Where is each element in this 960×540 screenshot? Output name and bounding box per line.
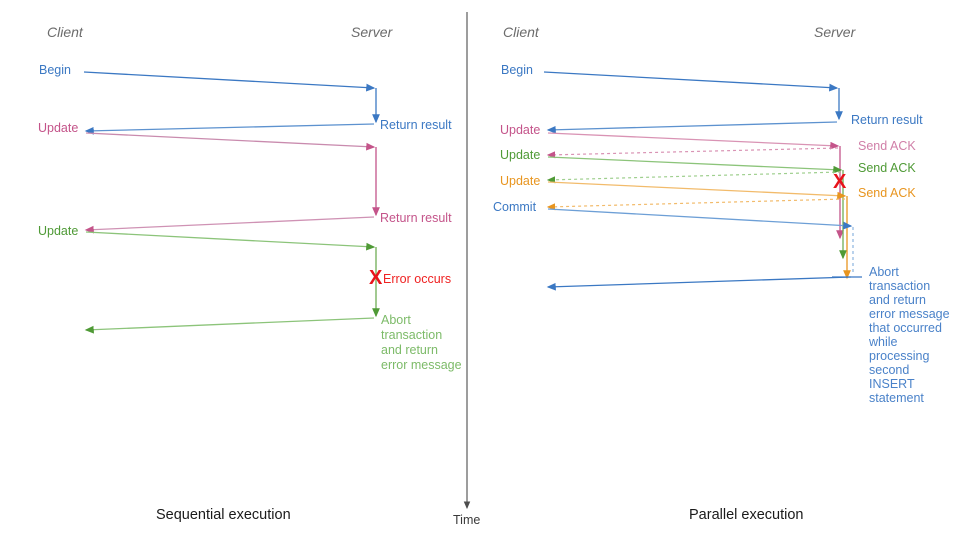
arrow-return-result-1 bbox=[84, 123, 375, 135]
parallel-abort-line-5: that occurred bbox=[869, 321, 942, 335]
sequential-panel-caption: Sequential execution bbox=[156, 507, 291, 523]
parallel-lane-title-client: Client bbox=[503, 24, 539, 40]
parallel-panel-arrows bbox=[543, 71, 862, 291]
arrow-ack-green bbox=[546, 171, 842, 184]
parallel-abort-line-6: while bbox=[869, 335, 898, 349]
arrow-return-result-par bbox=[546, 121, 838, 134]
parallel-abort-line-2: transaction bbox=[869, 279, 931, 293]
arrow-update-pink-req bbox=[547, 132, 840, 150]
arrow-update2-request bbox=[85, 231, 376, 251]
sequential-label-begin: Begin bbox=[39, 63, 71, 77]
sequential-abort-line-1: Abort bbox=[381, 313, 411, 327]
sequential-label-return-result-1: Return result bbox=[380, 118, 452, 132]
arrow-abort-seq bbox=[84, 317, 375, 334]
parallel-label-send-ack-3: Send ACK bbox=[858, 186, 916, 200]
parallel-label-update-2: Update bbox=[500, 148, 541, 162]
sequential-abort-line-3: and return bbox=[381, 343, 438, 357]
parallel-label-send-ack-2: Send ACK bbox=[858, 161, 916, 175]
arrow-ack-pink bbox=[546, 147, 839, 159]
sequential-label-update-2: Update bbox=[38, 224, 79, 238]
sequential-label-update-1: Update bbox=[38, 121, 79, 135]
sequential-label-return-result-2: Return result bbox=[380, 211, 452, 225]
arrow-return-result-2 bbox=[84, 216, 375, 234]
sequential-lane-title-client: Client bbox=[47, 24, 83, 40]
time-axis-label: Time bbox=[453, 513, 481, 527]
parallel-abort-line-1: Abort bbox=[869, 265, 899, 279]
parallel-label-commit: Commit bbox=[493, 200, 537, 214]
arrow-abort-par bbox=[546, 276, 852, 291]
sequential-lane-title-server: Server bbox=[351, 24, 393, 40]
parallel-abort-line-8: second bbox=[869, 363, 910, 377]
parallel-label-send-ack-1: Send ACK bbox=[858, 139, 916, 153]
arrow-ack-orange bbox=[546, 198, 846, 211]
arrow-update-orange-req bbox=[547, 181, 847, 200]
parallel-label-return-result: Return result bbox=[851, 113, 923, 127]
parallel-label-update-1: Update bbox=[500, 123, 541, 137]
parallel-lane-title-server: Server bbox=[814, 24, 856, 40]
parallel-abort-line-4: error message bbox=[869, 307, 950, 321]
parallel-abort-line-7: processing bbox=[869, 349, 930, 363]
sequential-error-label: Error occurs bbox=[383, 272, 452, 286]
arrow-begin-request-par bbox=[543, 71, 839, 92]
arrow-commit-req bbox=[547, 208, 853, 230]
parallel-abort-line-10: statement bbox=[869, 391, 924, 405]
arrow-update1-request bbox=[85, 132, 376, 151]
parallel-label-begin: Begin bbox=[501, 63, 533, 77]
parallel-abort-line-3: and return bbox=[869, 293, 926, 307]
parallel-panel-caption: Parallel execution bbox=[689, 507, 804, 523]
parallel-error-marker-icon: X bbox=[833, 171, 846, 193]
arrow-begin-request bbox=[83, 71, 376, 92]
sequential-abort-line-4: error message bbox=[381, 358, 462, 372]
parallel-label-update-3: Update bbox=[500, 174, 541, 188]
sequential-error-marker-icon: X bbox=[369, 267, 382, 289]
parallel-abort-line-9: INSERT bbox=[869, 377, 915, 391]
sequential-abort-line-2: transaction bbox=[381, 328, 443, 342]
arrow-update-green-req bbox=[547, 156, 843, 174]
sequential-panel-arrows bbox=[83, 71, 380, 334]
